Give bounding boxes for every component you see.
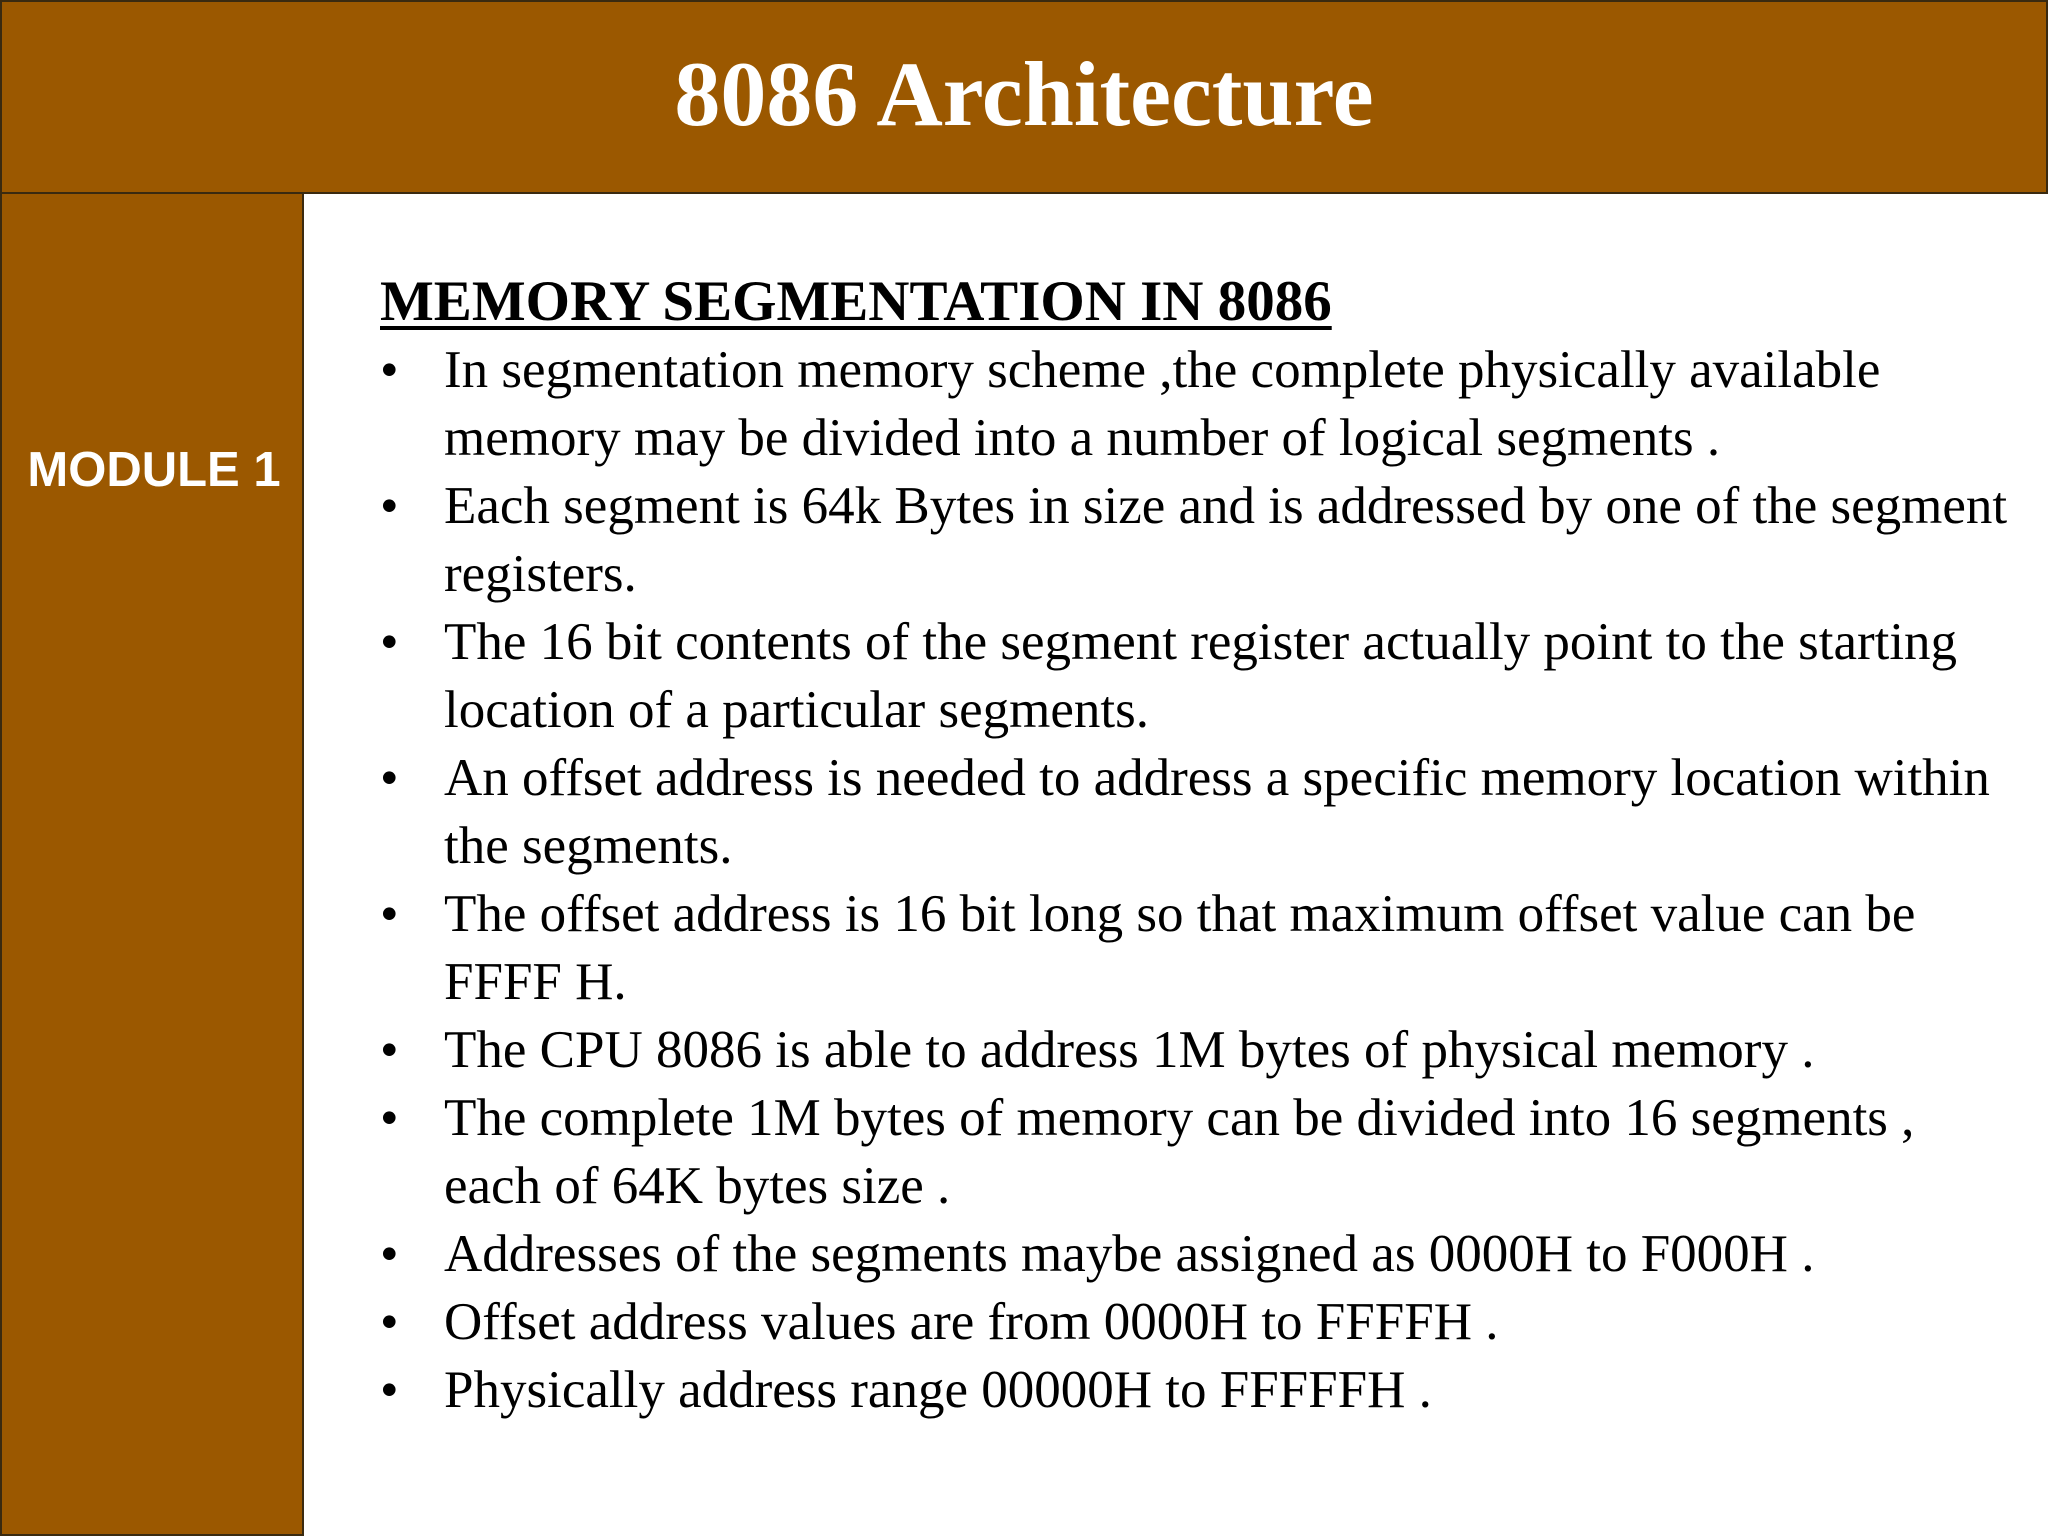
bullet-marker: • — [380, 477, 399, 535]
slide-title: 8086 Architecture — [674, 43, 1374, 145]
bullet-marker: • — [380, 885, 399, 943]
section-heading: MEMORY SEGMENTATION IN 8086 — [380, 270, 1332, 333]
bullet-list: • In segmentation memory scheme ,the com… — [380, 336, 2010, 1424]
bullet-marker: • — [380, 749, 399, 807]
bullet-marker: • — [380, 1361, 399, 1419]
title-banner: 8086 Architecture — [0, 0, 2048, 194]
bullet-marker: • — [380, 1225, 399, 1283]
bullet-text: The offset address is 16 bit long so tha… — [444, 885, 1916, 1011]
bullet-text: In segmentation memory scheme ,the compl… — [444, 341, 1881, 467]
bullet-item: • The offset address is 16 bit long so t… — [380, 880, 2010, 1016]
bullet-item: • Offset address values are from 0000H t… — [380, 1288, 2010, 1356]
bullet-item: • In segmentation memory scheme ,the com… — [380, 336, 2010, 472]
module-sidebar: MODULE 1 — [0, 194, 304, 1536]
bullet-text: An offset address is needed to address a… — [444, 749, 1990, 875]
bullet-item: • Physically address range 00000H to FFF… — [380, 1356, 2010, 1424]
bullet-marker: • — [380, 613, 399, 671]
bullet-marker: • — [380, 341, 399, 399]
bullet-marker: • — [380, 1021, 399, 1079]
bullet-marker: • — [380, 1293, 399, 1351]
bullet-text: Physically address range 00000H to FFFFF… — [444, 1361, 1432, 1419]
bullet-marker: • — [380, 1089, 399, 1147]
bullet-item: • The CPU 8086 is able to address 1M byt… — [380, 1016, 2010, 1084]
slide-content: MEMORY SEGMENTATION IN 8086 • In segment… — [380, 268, 2010, 1424]
bullet-text: The complete 1M bytes of memory can be d… — [444, 1089, 1915, 1215]
bullet-text: Addresses of the segments maybe assigned… — [444, 1225, 1815, 1283]
bullet-item: • Addresses of the segments maybe assign… — [380, 1220, 2010, 1288]
bullet-item: • The complete 1M bytes of memory can be… — [380, 1084, 2010, 1220]
bullet-text: Each segment is 64k Bytes in size and is… — [444, 477, 2008, 603]
bullet-item: • The 16 bit contents of the segment reg… — [380, 608, 2010, 744]
bullet-text: Offset address values are from 0000H to … — [444, 1293, 1499, 1351]
bullet-text: The CPU 8086 is able to address 1M bytes… — [444, 1021, 1815, 1079]
module-label: MODULE 1 — [27, 443, 281, 497]
bullet-item: • An offset address is needed to address… — [380, 744, 2010, 880]
bullet-item: • Each segment is 64k Bytes in size and … — [380, 472, 2010, 608]
bullet-text: The 16 bit contents of the segment regis… — [444, 613, 1958, 739]
